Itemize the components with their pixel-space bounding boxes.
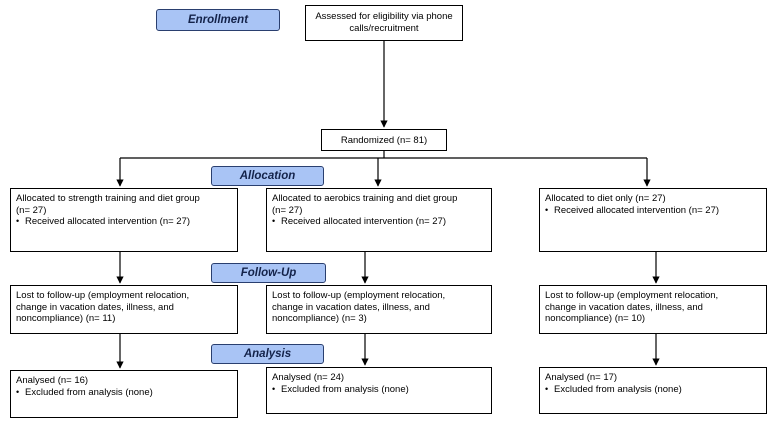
stage-label-allocation: Allocation: [211, 166, 324, 186]
analysis-bullet: Excluded from analysis (none): [272, 384, 486, 396]
stage-label-analysis: Analysis: [211, 344, 324, 364]
allocation-bullet: Received allocated intervention (n= 27): [16, 216, 232, 228]
allocation-bullet: Received allocated intervention (n= 27): [545, 205, 761, 217]
analysis-box-diet-only: Analysed (n= 17) Excluded from analysis …: [539, 367, 767, 414]
followup-line-2: change in vacation dates, illness, and: [545, 301, 703, 313]
allocation-line-1: Allocated to aerobics training and diet …: [272, 193, 458, 204]
randomized-text: Randomized (n= 81): [340, 135, 428, 146]
followup-line-3: noncompliance) (n= 10): [545, 313, 646, 324]
followup-line-2: change in vacation dates, illness, and: [16, 301, 174, 313]
followup-line-1: Lost to follow-up (employment relocation…: [16, 290, 190, 301]
followup-line-3: noncompliance) (n= 3): [272, 313, 367, 324]
analysis-line-1: Analysed (n= 16): [16, 375, 89, 386]
allocation-box-diet-only: Allocated to diet only (n= 27) Received …: [539, 188, 767, 252]
allocation-line-2: (n= 27): [272, 204, 303, 216]
followup-line-3: noncompliance) (n= 11): [16, 313, 116, 324]
followup-box-strength: Lost to follow-up (employment relocation…: [10, 285, 238, 334]
allocation-line-1: Allocated to diet only (n= 27): [545, 193, 666, 204]
analysis-box-aerobics: Analysed (n= 24) Excluded from analysis …: [266, 367, 492, 414]
randomized-box: Randomized (n= 81): [321, 129, 447, 151]
allocation-line-2: (n= 27): [16, 204, 47, 216]
followup-box-aerobics: Lost to follow-up (employment relocation…: [266, 285, 492, 334]
analysis-bullet: Excluded from analysis (none): [545, 384, 761, 396]
allocation-box-aerobics: Allocated to aerobics training and diet …: [266, 188, 492, 252]
followup-line-1: Lost to follow-up (employment relocation…: [545, 290, 719, 301]
allocation-line-1: Allocated to strength training and diet …: [16, 193, 200, 204]
analysis-line-1: Analysed (n= 24): [272, 372, 345, 383]
allocation-box-strength: Allocated to strength training and diet …: [10, 188, 238, 252]
followup-line-2: change in vacation dates, illness, and: [272, 301, 430, 313]
stage-label-followup: Follow-Up: [211, 263, 326, 283]
followup-box-diet-only: Lost to follow-up (employment relocation…: [539, 285, 767, 334]
assessed-box: Assessed for eligibility via phone calls…: [305, 5, 463, 41]
assessed-line-1: Assessed for eligibility via phone: [315, 11, 453, 22]
assessed-line-2: calls/recruitment: [349, 22, 419, 34]
analysis-line-1: Analysed (n= 17): [545, 372, 618, 383]
analysis-bullet: Excluded from analysis (none): [16, 387, 232, 399]
stage-label-enrollment: Enrollment: [156, 9, 280, 31]
allocation-bullet: Received allocated intervention (n= 27): [272, 216, 486, 228]
followup-line-1: Lost to follow-up (employment relocation…: [272, 290, 446, 301]
analysis-box-strength: Analysed (n= 16) Excluded from analysis …: [10, 370, 238, 418]
